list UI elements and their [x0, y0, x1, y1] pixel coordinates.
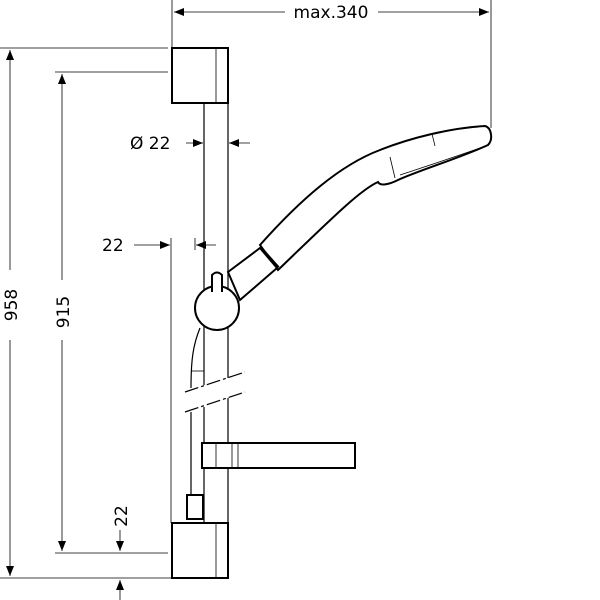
slider-holder [194, 271, 240, 331]
dimension-bar-diameter: Ø 22 [130, 134, 250, 154]
bar-diameter-label: Ø 22 [130, 134, 170, 154]
dimension-bracket-offset: 22 [112, 505, 132, 600]
soap-dish [201, 442, 356, 469]
total-height-label: 958 [2, 289, 22, 321]
dimension-max-reach: max.340 [171, 0, 492, 128]
bracket-offset-label: 22 [112, 505, 132, 527]
max-reach-label: max.340 [294, 3, 369, 23]
mount-spacing-label: 915 [54, 296, 74, 328]
dimension-mount-spacing: 915 [54, 71, 168, 554]
hand-shower [226, 124, 493, 302]
bar-offset-label: 22 [102, 236, 124, 256]
dimension-total-height: 958 [0, 47, 172, 579]
bottom-wall-bracket [171, 522, 229, 579]
shower-hose [186, 327, 204, 520]
top-wall-bracket [171, 47, 229, 104]
dimension-bar-offset: 22 [102, 236, 216, 523]
